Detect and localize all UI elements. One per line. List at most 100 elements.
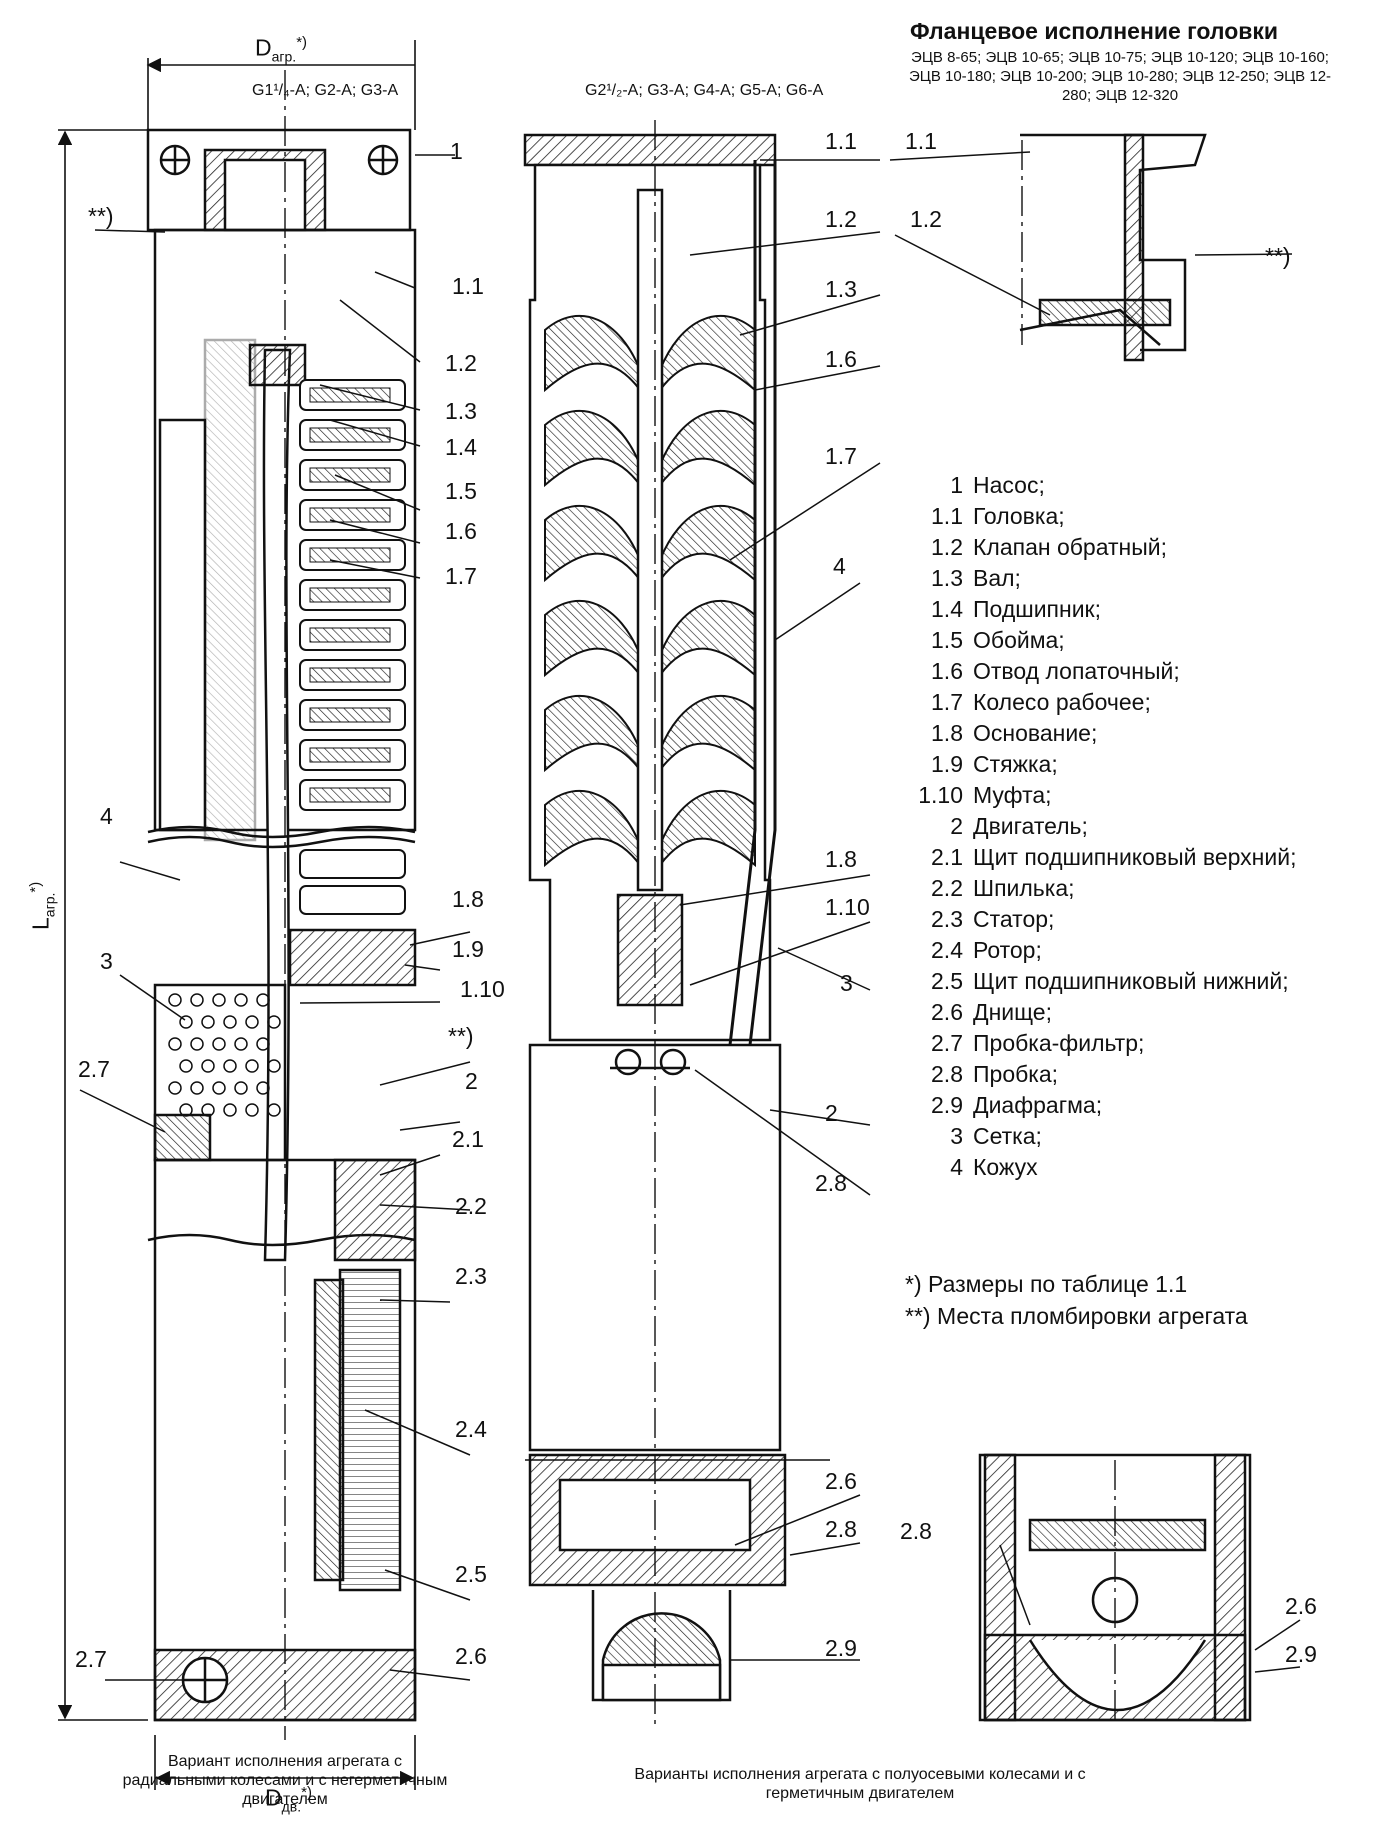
callout-mid-1-8: 1.8 bbox=[825, 846, 857, 872]
legend-item-text: Основание; bbox=[973, 720, 1098, 746]
footnote-dimensions: *) Размеры по таблице 1.1 bbox=[905, 1271, 1188, 1297]
callout-mid-1-3: 1.3 bbox=[825, 276, 857, 302]
thread-label-middle: G2¹/₂-A; G3-A; G4-A; G5-A; G6-A bbox=[585, 82, 824, 99]
dimension-l-agr: Lагр.*) bbox=[27, 882, 58, 930]
legend-item: 1.9 Стяжка; bbox=[905, 749, 1296, 780]
legend-item-text: Щит подшипниковый верхний; bbox=[973, 844, 1297, 870]
legend-item-number: 1.1 bbox=[931, 503, 963, 529]
leader-lines bbox=[79, 151, 1301, 1681]
legend-item: 1.1 Головка; bbox=[905, 501, 1296, 532]
callout-left-3: 3 bbox=[100, 948, 113, 974]
legend-item-text: Колесо рабочее; bbox=[973, 689, 1151, 715]
legend-item-number: 2.7 bbox=[931, 1030, 963, 1056]
legend-item-number: 2 bbox=[950, 813, 963, 839]
legend-item-number: 1.9 bbox=[931, 751, 963, 777]
legend-item: 1.5 Обойма; bbox=[905, 625, 1296, 656]
callout-br-2-6: 2.6 bbox=[1285, 1593, 1317, 1619]
caption-left-variant: Вариант исполнения агрегата с радиальным… bbox=[122, 1753, 448, 1808]
callout-mid-2-6: 2.6 bbox=[825, 1468, 857, 1494]
dimension-d-dv-sub: дв. bbox=[281, 1798, 302, 1815]
dimension-d-dv: Dдв.*) bbox=[265, 1785, 312, 1813]
legend-item-text: Днище; bbox=[973, 999, 1052, 1025]
callout-br-2-8: 2.8 bbox=[900, 1518, 932, 1544]
callout-mid-2-8-bottom: 2.8 bbox=[825, 1516, 857, 1542]
legend-item-number: 1 bbox=[950, 472, 963, 498]
legend-item-text: Диафрагма; bbox=[973, 1092, 1103, 1118]
bottom-detail bbox=[978, 1453, 1252, 1722]
callout-mid-2: 2 bbox=[825, 1100, 838, 1126]
legend-item-text: Вал; bbox=[973, 565, 1021, 591]
legend-item-number: 2.4 bbox=[931, 937, 963, 963]
left-dimension-lines bbox=[57, 40, 416, 1790]
callout-mid-2-8: 2.8 bbox=[815, 1170, 847, 1196]
legend-item-text: Стяжка; bbox=[973, 751, 1058, 777]
legend-item: 2 Двигатель; bbox=[905, 811, 1296, 842]
footnotes: *) Размеры по таблице 1.1 **) Места плом… bbox=[905, 1268, 1248, 1332]
legend-item-number: 1.10 bbox=[918, 782, 963, 808]
flange-detail bbox=[1019, 133, 1207, 362]
legend-item-number: 4 bbox=[950, 1154, 963, 1180]
callout-left-1-10: 1.10 bbox=[460, 976, 505, 1002]
legend-item-text: Подшипник; bbox=[973, 596, 1101, 622]
dimension-d-agr-base: D bbox=[255, 34, 272, 61]
callout-mid-1-6: 1.6 bbox=[825, 346, 857, 372]
flange-head-title: Фланцевое исполнение головки bbox=[910, 18, 1279, 44]
callout-br-2-9: 2.9 bbox=[1285, 1641, 1317, 1667]
legend-item-text: Обойма; bbox=[973, 627, 1065, 653]
legend-item-text: Щит подшипниковый нижний; bbox=[973, 968, 1289, 994]
legend-item-text: Муфта; bbox=[973, 782, 1052, 808]
callout-left-2-1: 2.1 bbox=[452, 1126, 484, 1152]
legend-item-text: Ротор; bbox=[973, 937, 1042, 963]
callout-mid-3: 3 bbox=[840, 970, 853, 996]
legend-item: 2.9 Диафрагма; bbox=[905, 1090, 1296, 1121]
callout-mid-2-9: 2.9 bbox=[825, 1635, 857, 1661]
callout-left-2-4: 2.4 bbox=[455, 1416, 487, 1442]
legend-item-text: Сетка; bbox=[973, 1123, 1042, 1149]
legend-item: 1.10 Муфта; bbox=[905, 780, 1296, 811]
legend-item: 1.3 Вал; bbox=[905, 563, 1296, 594]
callout-left-1-4: 1.4 bbox=[445, 434, 477, 460]
legend-item: 1 Насос; bbox=[905, 470, 1296, 501]
thread-label-left: G1¹/₄-A; G2-A; G3-A bbox=[252, 82, 399, 99]
callout-left-2: 2 bbox=[465, 1068, 478, 1094]
legend-item-number: 1.3 bbox=[931, 565, 963, 591]
footnote-seals: **) Места пломбировки агрегата bbox=[905, 1303, 1248, 1329]
legend-item-number: 2.3 bbox=[931, 906, 963, 932]
legend-item-number: 2.9 bbox=[931, 1092, 963, 1118]
legend-item-number: 3 bbox=[950, 1123, 963, 1149]
callout-left-seal-motor: **) bbox=[448, 1023, 474, 1049]
caption-right-variant: Варианты исполнения агрегата с полуосевы… bbox=[634, 1766, 1086, 1802]
callout-flange-1-1: 1.1 bbox=[905, 128, 937, 154]
legend-item-number: 1.7 bbox=[931, 689, 963, 715]
flange-head-models: ЭЦВ 8-65; ЭЦВ 10-65; ЭЦВ 10-75; ЭЦВ 10-1… bbox=[908, 49, 1332, 104]
legend-item: 1.7 Колесо рабочее; bbox=[905, 687, 1296, 718]
callout-left-4: 4 bbox=[100, 803, 113, 829]
dimension-l-agr-sub: агр. bbox=[41, 892, 58, 918]
callout-left-1-5: 1.5 bbox=[445, 478, 477, 504]
legend-item-text: Статор; bbox=[973, 906, 1055, 932]
dimension-d-agr-sub: агр. bbox=[271, 48, 297, 65]
legend-item-text: Насос; bbox=[973, 472, 1045, 498]
legend-item-number: 1.8 bbox=[931, 720, 963, 746]
legend-item-number: 1.5 bbox=[931, 627, 963, 653]
callout-flange-1-2: 1.2 bbox=[910, 206, 942, 232]
legend-item-text: Головка; bbox=[973, 503, 1065, 529]
callout-left-seal-top: **) bbox=[88, 203, 114, 229]
legend-item-text: Двигатель; bbox=[973, 813, 1088, 839]
callout-left-1: 1 bbox=[450, 138, 463, 164]
middle-unit bbox=[523, 120, 787, 1730]
legend-item-text: Шпилька; bbox=[973, 875, 1075, 901]
legend-item-number: 2.8 bbox=[931, 1061, 963, 1087]
dimension-d-dv-sup: *) bbox=[301, 1784, 312, 1801]
callout-mid-4: 4 bbox=[833, 553, 846, 579]
callout-left-1-9: 1.9 bbox=[452, 936, 484, 962]
